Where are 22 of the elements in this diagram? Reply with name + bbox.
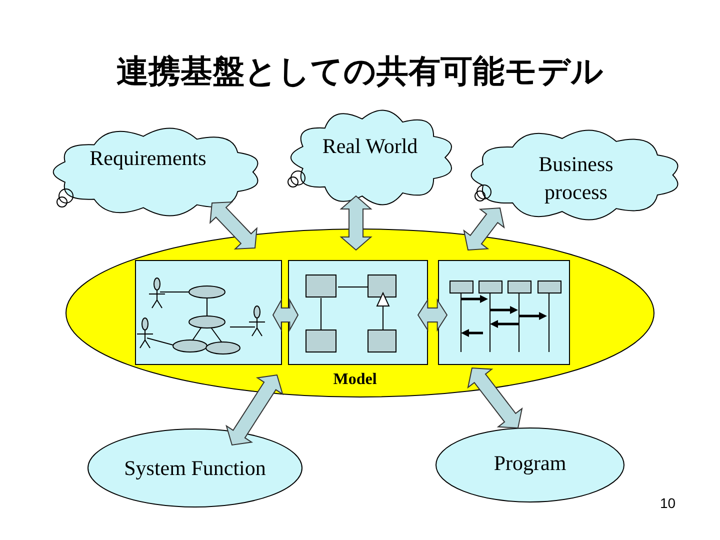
node-label: Program [492,450,568,477]
diagram-panel [288,260,428,365]
block-arrow [272,298,299,332]
slide-title: 連携基盤としての共有可能モデル [116,51,604,92]
model-label: Model [332,370,378,390]
block-arrow [417,298,448,332]
ellipse-node [435,427,625,503]
diagram-panel [438,260,570,365]
ellipse-node [87,428,303,508]
thought-cloud [290,110,455,205]
node-label: Real World [321,133,419,160]
node-label: Business process [538,151,614,206]
block-arrow [340,195,372,251]
block-arrow [463,207,505,251]
block-arrow [467,367,523,429]
page-number: 10 [660,495,676,511]
node-label: System Function [123,455,267,482]
block-arrow [210,201,258,250]
ellipse-node [65,228,655,398]
diagram-panel [135,260,282,365]
block-arrow [226,374,284,446]
node-label: Requirements [88,145,208,172]
